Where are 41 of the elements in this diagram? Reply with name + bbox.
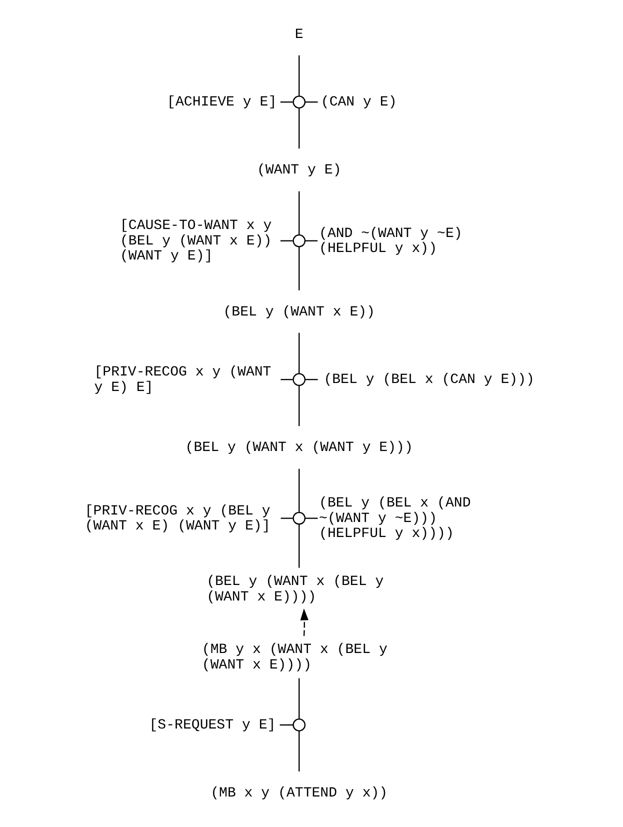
node-text: (BEL y (BEL x (AND ~(WANT y ~E))) (HELPFUL y x))))	[318, 496, 470, 542]
node-text: (MB x y (ATTEND y x))	[210, 785, 388, 802]
node-text: (WANT y E)	[256, 162, 341, 179]
connector	[298, 678, 300, 719]
connector	[298, 385, 300, 426]
connector	[304, 518, 318, 519]
node-circle	[292, 373, 306, 386]
connector	[298, 246, 300, 290]
node-text: [PRIV-RECOG x y (WANT y E) E]	[94, 364, 271, 396]
connector	[298, 730, 300, 772]
node-text: (CAN y E)	[320, 94, 396, 111]
connector	[279, 724, 293, 726]
connector	[298, 108, 300, 149]
connector	[298, 468, 300, 512]
arrow	[300, 608, 308, 636]
node-circle	[292, 718, 306, 732]
node-text: [CAUSE-TO-WANT x y (BEL y (WANT x E)) (WANT y E)]	[119, 218, 272, 265]
connector	[280, 101, 292, 103]
connector	[298, 524, 300, 568]
connector	[304, 240, 318, 242]
connector	[304, 378, 318, 380]
connector	[298, 55, 300, 96]
connector	[280, 518, 292, 519]
node-text: E	[294, 26, 303, 43]
node-text: (BEL y (BEL x (CAN y E)))	[323, 372, 534, 388]
node-text: (AND ~(WANT y ~E) (HELPFUL y x))	[318, 226, 462, 258]
node-circle	[292, 512, 306, 525]
node-circle	[292, 234, 306, 248]
node-text: (BEL y (WANT x (WANT y E)))	[184, 440, 412, 456]
node-circle	[292, 96, 306, 108]
node-text: [S-REQUEST y E]	[148, 718, 276, 734]
connector	[298, 191, 300, 235]
node-text: (BEL y (WANT x (BEL y (WANT x E))))	[206, 574, 384, 606]
node-text: [ACHIEVE y E]	[166, 94, 276, 111]
node-text: (BEL y (WANT x E))	[222, 304, 374, 320]
node-text: (MB y x (WANT x (BEL y (WANT x E))))	[201, 642, 387, 674]
connector	[298, 332, 300, 374]
connector	[280, 378, 292, 380]
node-text: [PRIV-RECOG x y (BEL y (WANT x E) (WANT y E)]	[84, 503, 270, 535]
connector	[304, 101, 318, 103]
connector	[280, 240, 292, 242]
